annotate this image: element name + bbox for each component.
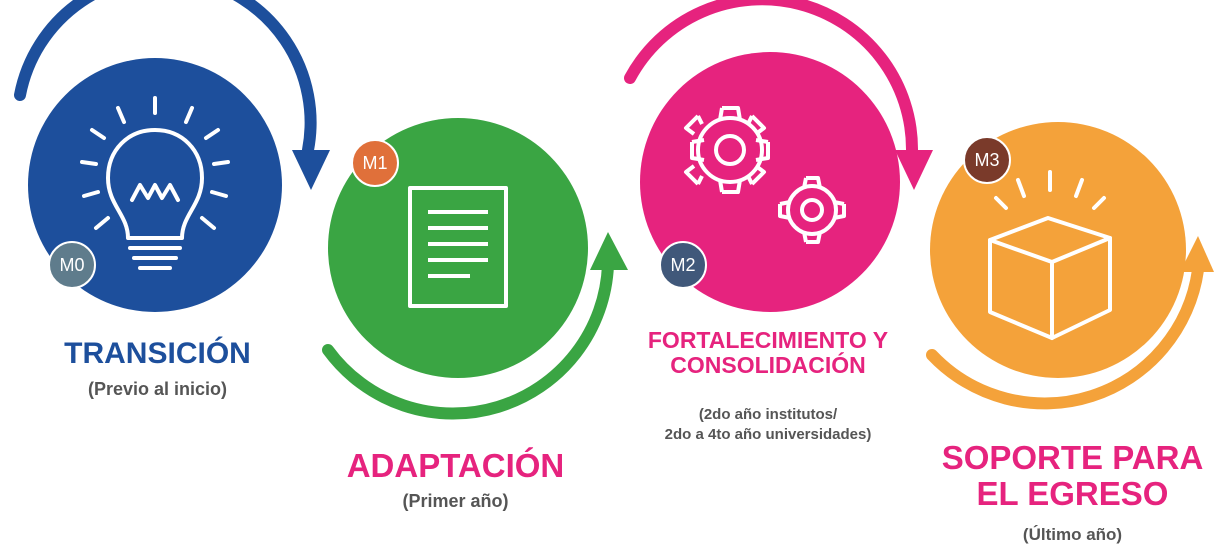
stage-m3-arrowhead [1180, 236, 1214, 272]
stage-m1-badge-label: M1 [362, 153, 387, 173]
stage-m1-subtitle: (Primer año) [318, 490, 593, 513]
stage-m2-arc-arrow [624, 0, 919, 156]
stage-m0-arrowhead [292, 150, 330, 190]
stage-m2-badge-label: M2 [670, 255, 695, 275]
stage-m2-circle [640, 52, 900, 312]
stage-m1-title-line: ADAPTACIÓN [346, 447, 565, 484]
stage-m2-subtitle-line-1: (2do año institutos/ [698, 406, 838, 423]
stage-m0-subtitle-line: (Previo al inicio) [87, 379, 228, 399]
stage-m1-arc-arrow [322, 259, 614, 420]
box-icon [988, 170, 1112, 340]
stage-m0: M0 [14, 0, 330, 312]
stage-m1-title: ADAPTACIÓN [318, 448, 593, 484]
stage-m3-title-line-1: SOPORTE PARA [941, 439, 1204, 476]
stage-m1: M1 [322, 118, 628, 420]
stage-m0-arc-arrow [14, 0, 317, 156]
stage-m2-subtitle-line-2: 2do a 4to año universidades) [664, 425, 872, 443]
stage-m2-arrowhead [895, 150, 933, 190]
stage-m3-title: SOPORTE PARA EL EGRESO [930, 440, 1215, 511]
document-icon [408, 186, 508, 308]
stage-m2-title: FORTALECIMIENTO Y CONSOLIDACIÓN [608, 328, 928, 378]
stage-m0-title-line: TRANSICIÓN [64, 337, 251, 370]
stage-m2: M2 [624, 0, 933, 312]
stage-m3-subtitle: (Último año) [930, 524, 1215, 546]
stage-m0-title: TRANSICIÓN [20, 337, 295, 370]
stage-m1-circle [328, 118, 588, 378]
stage-m2-title-line-2: CONSOLIDACIÓN [670, 351, 866, 378]
stage-m2-title-line-1: FORTALECIMIENTO Y [647, 327, 889, 353]
stage-m0-badge-label: M0 [59, 255, 84, 275]
stage-m3-badge [963, 136, 1011, 184]
stage-m2-subtitle: (2do año institutos/ 2do a 4to año unive… [608, 405, 928, 444]
lightbulb-icon [80, 96, 230, 270]
stage-m3-title-line-2: EL EGRESO [976, 474, 1169, 512]
stage-m1-subtitle-line: (Primer año) [402, 491, 509, 511]
stage-m0-subtitle: (Previo al inicio) [20, 378, 295, 401]
stage-m3-arc-arrow [926, 264, 1204, 410]
stage-m3-subtitle-line: (Último año) [1022, 525, 1123, 544]
stage-m1-badge [351, 139, 399, 187]
stage-m3-badge-label: M3 [974, 150, 999, 170]
stage-m0-badge [48, 241, 96, 289]
stage-m2-badge [659, 241, 707, 289]
gears-icon [684, 106, 846, 244]
stage-m1-arrowhead [590, 232, 628, 270]
stage-m3: M3 [926, 122, 1214, 410]
